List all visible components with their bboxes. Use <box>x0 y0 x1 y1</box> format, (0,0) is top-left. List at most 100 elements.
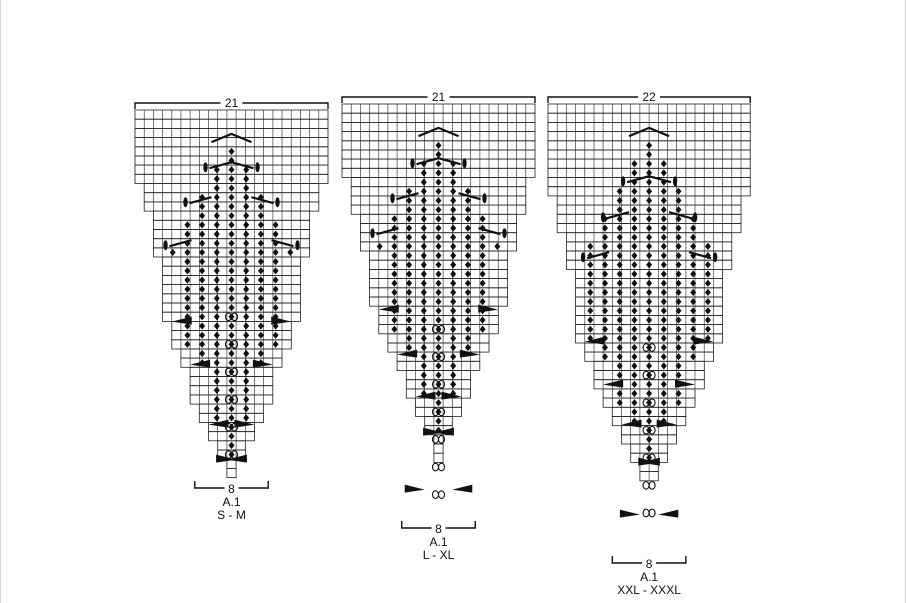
edge-oval-symbol <box>370 228 375 239</box>
diamond-stitch-symbol <box>464 224 471 232</box>
diamond-stitch-symbol <box>420 270 427 278</box>
edge-oval-symbol <box>502 228 507 239</box>
diamond-stitch-symbol <box>631 399 638 407</box>
diamond-stitch-symbol <box>616 224 623 232</box>
diamond-stitch-symbol <box>660 160 667 168</box>
diamond-stitch-symbol <box>213 258 220 266</box>
diamond-stitch-symbol <box>420 343 427 352</box>
diamond-stitch-symbol <box>479 279 486 287</box>
diamond-stitch-symbol <box>450 362 457 370</box>
decrease-wedge-symbol <box>171 316 192 325</box>
cable-bar-symbol <box>169 239 294 248</box>
decrease-wedge-symbol <box>208 419 229 428</box>
diamond-stitch-symbol <box>602 353 608 361</box>
diamond-stitch-symbol <box>616 334 623 342</box>
diamond-stitch-symbol <box>213 184 220 192</box>
diamond-stitch-symbol <box>228 359 235 367</box>
diamond-stitch-symbol <box>199 258 206 266</box>
diamond-stitch-symbol <box>420 288 427 296</box>
diamond-stitch-symbol <box>450 187 457 195</box>
diamond-stitch-symbol <box>450 270 457 278</box>
diamond-stitch-symbol <box>228 267 235 275</box>
diamond-stitch-symbol <box>420 196 427 205</box>
diamond-stitch-symbol <box>406 215 413 223</box>
diamond-stitch-symbol <box>228 248 235 256</box>
chart-row <box>341 131 536 142</box>
diamond-stitch-symbol <box>213 166 220 174</box>
diamond-stitch-symbol <box>587 279 594 287</box>
diamond-stitch-symbol <box>675 242 682 250</box>
double-loop-symbol <box>437 462 446 472</box>
diamond-stitch-symbol <box>243 166 250 174</box>
diamond-stitch-symbol <box>704 307 711 315</box>
diamond-stitch-symbol <box>450 196 457 205</box>
diamond-stitch-symbol <box>243 414 250 422</box>
diamond-stitch-symbol <box>646 224 653 232</box>
diamond-stitch-symbol <box>184 294 191 302</box>
diamond-stitch-symbol <box>435 307 442 315</box>
diamond-stitch-symbol <box>704 261 711 269</box>
diamond-stitch-symbol <box>646 288 653 296</box>
diamond-stitch-symbol <box>616 298 623 306</box>
diamond-stitch-symbol <box>675 215 682 223</box>
diamond-stitch-symbol <box>660 389 667 398</box>
diamond-stitch-symbol <box>587 261 594 269</box>
diamond-stitch-symbol <box>602 288 608 296</box>
diamond-stitch-symbol <box>435 160 442 168</box>
diamond-stitch-symbol <box>450 334 457 342</box>
cable-bar-symbol <box>628 126 670 138</box>
diamond-stitch-symbol <box>228 175 235 183</box>
diamond-stitch-symbol <box>435 233 442 241</box>
diamond-stitch-symbol <box>479 316 486 324</box>
diamond-stitch-symbol <box>631 169 638 177</box>
diamond-stitch-symbol <box>646 178 653 186</box>
diamond-stitch-symbol <box>616 353 623 361</box>
bottom-stitch-bracket: 8 <box>611 556 687 571</box>
diamond-stitch-symbol <box>406 270 413 278</box>
diamond-stitch-symbol <box>243 221 250 229</box>
diamond-stitch-symbol <box>690 224 697 232</box>
decrease-wedge-symbol <box>190 359 211 368</box>
diamond-stitch-symbol <box>184 258 191 266</box>
diamond-stitch-symbol <box>602 261 608 269</box>
diamond-stitch-symbol <box>660 298 667 306</box>
diamond-stitch-symbol <box>406 307 413 315</box>
diamond-stitch-symbol <box>199 221 206 229</box>
diamond-stitch-symbol <box>435 270 442 278</box>
diamond-stitch-symbol <box>631 316 638 324</box>
diamond-stitch-symbol <box>257 248 264 256</box>
diamond-stitch-symbol <box>660 371 667 379</box>
chart-row <box>134 137 329 148</box>
decrease-wedge-symbol <box>452 484 473 493</box>
diamond-stitch-symbol <box>704 279 711 287</box>
decrease-wedge-symbol <box>584 336 605 345</box>
diamond-stitch-symbol <box>406 334 413 342</box>
edge-oval-symbol <box>482 193 487 204</box>
diamond-stitch-symbol <box>257 267 264 275</box>
diamond-stitch-symbol <box>420 380 427 388</box>
diamond-stitch-symbol <box>450 353 457 361</box>
diamond-stitch-symbol <box>406 242 413 250</box>
diamond-stitch-symbol <box>391 316 398 324</box>
top-stitch-bracket: 22 <box>547 90 751 104</box>
diamond-stitch-symbol <box>587 334 594 342</box>
bottom-stitch-bracket: 8 <box>401 521 476 536</box>
diamond-stitch-symbol <box>257 221 264 229</box>
diamond-stitch-symbol <box>243 184 250 192</box>
diamond-stitch-symbol <box>660 325 667 333</box>
bottom-stitch-count: 8 <box>646 557 653 571</box>
diamond-stitch-symbol <box>616 242 623 250</box>
diamond-stitch-symbol <box>646 408 653 416</box>
diamond-stitch-symbol <box>450 206 457 214</box>
diamond-stitch-symbol <box>616 233 623 241</box>
diamond-stitch-symbol <box>587 270 594 278</box>
diamond-stitch-symbol <box>675 233 682 241</box>
diamond-stitch-symbol <box>631 288 638 296</box>
diamond-stitch-symbol <box>660 343 667 352</box>
chart-row <box>433 452 444 463</box>
diamond-stitch-symbol <box>479 233 486 241</box>
diamond-stitch-symbol <box>257 349 264 358</box>
diamond-stitch-symbol <box>213 193 220 201</box>
bottom-stitch-count: 8 <box>228 482 235 496</box>
cable-bar-symbol <box>418 126 459 138</box>
